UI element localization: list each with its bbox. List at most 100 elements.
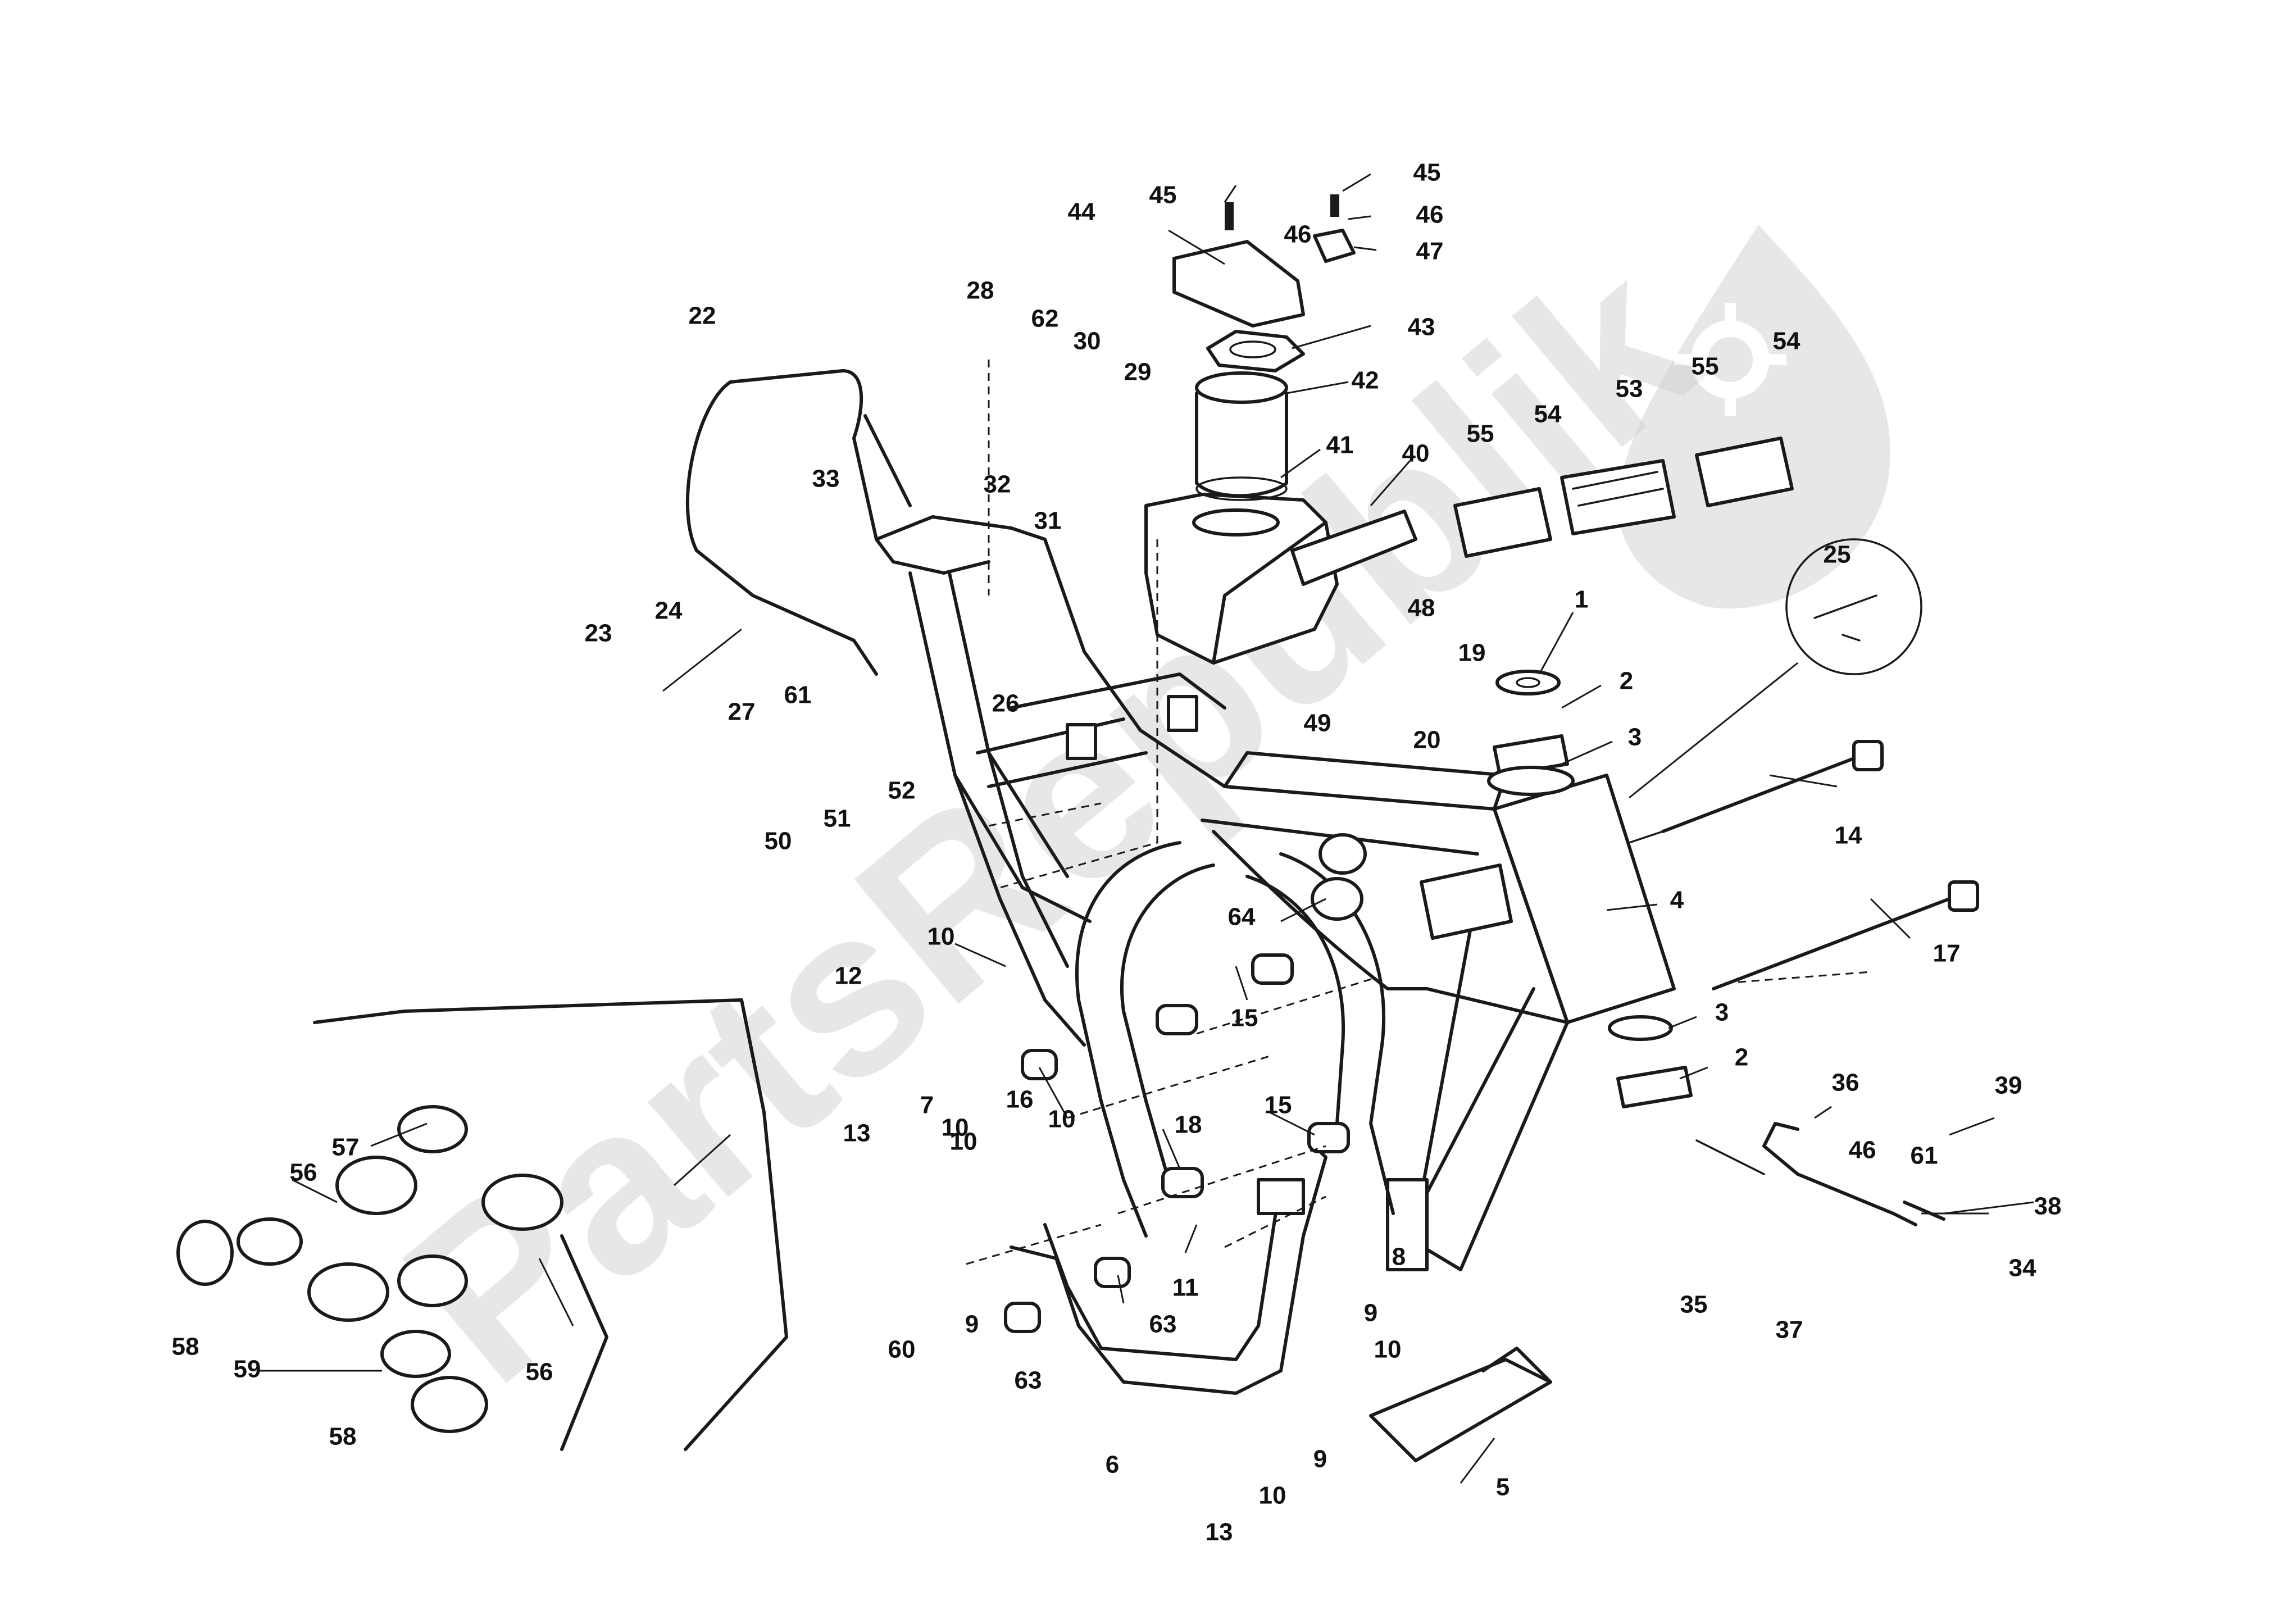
long-bolts [1628, 740, 1979, 990]
label-part-51: 51 [824, 805, 851, 833]
label-part-45: 45 [1149, 181, 1177, 209]
label-part-32: 32 [984, 471, 1011, 498]
label-part-34: 34 [2009, 1254, 2036, 1282]
label-part-10: 10 [928, 923, 955, 951]
label-part-13: 13 [1206, 1519, 1233, 1546]
airbox-tank [1144, 371, 1417, 665]
label-part-56: 56 [526, 1358, 553, 1386]
label-part-18: 18 [1175, 1111, 1202, 1139]
label-part-53: 53 [1616, 375, 1643, 403]
intake-boots [1453, 437, 1794, 558]
label-part-38: 38 [2034, 1193, 2062, 1220]
label-part-1: 1 [1575, 586, 1588, 613]
label-part-55: 55 [1692, 353, 1719, 380]
label-part-39: 39 [1995, 1072, 2022, 1099]
ignition-detail [1629, 538, 1922, 799]
label-part-33: 33 [812, 465, 840, 493]
main-frame [1201, 751, 1676, 1271]
label-part-5: 5 [1496, 1474, 1510, 1501]
label-part-14: 14 [1835, 822, 1862, 849]
label-part-29: 29 [1124, 358, 1152, 386]
label-part-7: 7 [920, 1092, 934, 1119]
label-part-48: 48 [1408, 594, 1435, 622]
label-part-47: 47 [1416, 238, 1444, 265]
label-part-54: 54 [1773, 328, 1801, 355]
label-part-41: 41 [1326, 431, 1354, 459]
label-part-45: 45 [1413, 159, 1441, 187]
label-part-9: 9 [1313, 1445, 1327, 1473]
label-part-58: 58 [172, 1333, 199, 1361]
label-part-4: 4 [1670, 886, 1684, 914]
label-part-3: 3 [1715, 999, 1729, 1026]
intake-manifold [176, 998, 788, 1451]
cap-assembly [1172, 194, 1356, 372]
label-part-28: 28 [967, 277, 994, 304]
label-part-60: 60 [888, 1336, 916, 1363]
label-part-9: 9 [965, 1311, 979, 1338]
label-part-22: 22 [689, 302, 716, 330]
gear-droplet-logo-icon [1618, 225, 1890, 609]
label-part-62: 62 [1031, 305, 1059, 333]
label-part-63: 63 [1015, 1367, 1042, 1394]
label-part-6: 6 [1106, 1451, 1119, 1479]
label-part-37: 37 [1776, 1316, 1803, 1344]
label-part-36: 36 [1832, 1069, 1859, 1097]
label-part-24: 24 [655, 597, 683, 625]
label-part-59: 59 [234, 1356, 261, 1383]
label-part-13: 13 [843, 1120, 871, 1147]
label-part-27: 27 [728, 698, 756, 726]
label-part-44: 44 [1068, 198, 1095, 226]
rear-subframe [875, 515, 1226, 1047]
label-part-58: 58 [329, 1423, 357, 1451]
label-part-61: 61 [784, 681, 812, 709]
label-part-63: 63 [1149, 1311, 1177, 1338]
label-part-46: 46 [1416, 201, 1444, 229]
seat-rail [685, 369, 912, 676]
label-part-10: 10 [1259, 1482, 1286, 1510]
label-part-3: 3 [1628, 724, 1642, 751]
label-part-57: 57 [332, 1134, 360, 1161]
label-part-42: 42 [1352, 367, 1379, 394]
label-part-64: 64 [1228, 903, 1256, 931]
label-part-23: 23 [585, 620, 612, 647]
side-stand [1695, 1122, 1945, 1226]
label-part-10: 10 [942, 1114, 969, 1142]
lower-cradle [1010, 1139, 1327, 1395]
part-labels: 1 2 2 3 3 4 5 6 7 8 9 9 9 10 10 10 10 10… [172, 159, 2062, 1546]
label-part-61: 61 [1911, 1142, 1938, 1170]
label-part-2: 2 [1735, 1044, 1748, 1071]
head-bearings [1487, 670, 1693, 1108]
front-loop-rail [1075, 841, 1395, 1238]
label-part-16: 16 [1006, 1086, 1034, 1113]
label-part-19: 19 [1458, 639, 1486, 667]
label-part-17: 17 [1933, 940, 1961, 967]
watermark: PartsRepublik [357, 210, 1890, 1433]
label-part-2: 2 [1620, 667, 1633, 695]
label-part-10: 10 [1048, 1106, 1076, 1133]
label-part-9: 9 [1364, 1299, 1377, 1327]
label-part-25: 25 [1824, 541, 1851, 569]
spacers [1004, 833, 1367, 1333]
label-part-55: 55 [1467, 420, 1494, 448]
label-part-46: 46 [1284, 221, 1312, 248]
label-part-52: 52 [888, 777, 916, 804]
label-part-49: 49 [1304, 710, 1331, 737]
label-part-54: 54 [1534, 401, 1562, 428]
label-part-35: 35 [1680, 1291, 1708, 1319]
label-part-15: 15 [1231, 1004, 1258, 1032]
foot-bracket [1369, 1347, 1552, 1462]
leader-lines [258, 173, 2034, 1484]
label-part-10: 10 [950, 1128, 977, 1156]
label-part-30: 30 [1074, 328, 1101, 355]
label-part-8: 8 [1392, 1243, 1406, 1271]
alignment-lines [966, 360, 1871, 1265]
label-part-46: 46 [1849, 1136, 1876, 1164]
label-part-26: 26 [992, 690, 1020, 717]
label-part-15: 15 [1265, 1092, 1292, 1119]
label-part-12: 12 [835, 962, 862, 990]
label-part-10: 10 [1374, 1336, 1402, 1363]
label-part-56: 56 [290, 1159, 317, 1186]
label-part-11: 11 [1172, 1274, 1199, 1302]
label-part-20: 20 [1413, 726, 1441, 754]
